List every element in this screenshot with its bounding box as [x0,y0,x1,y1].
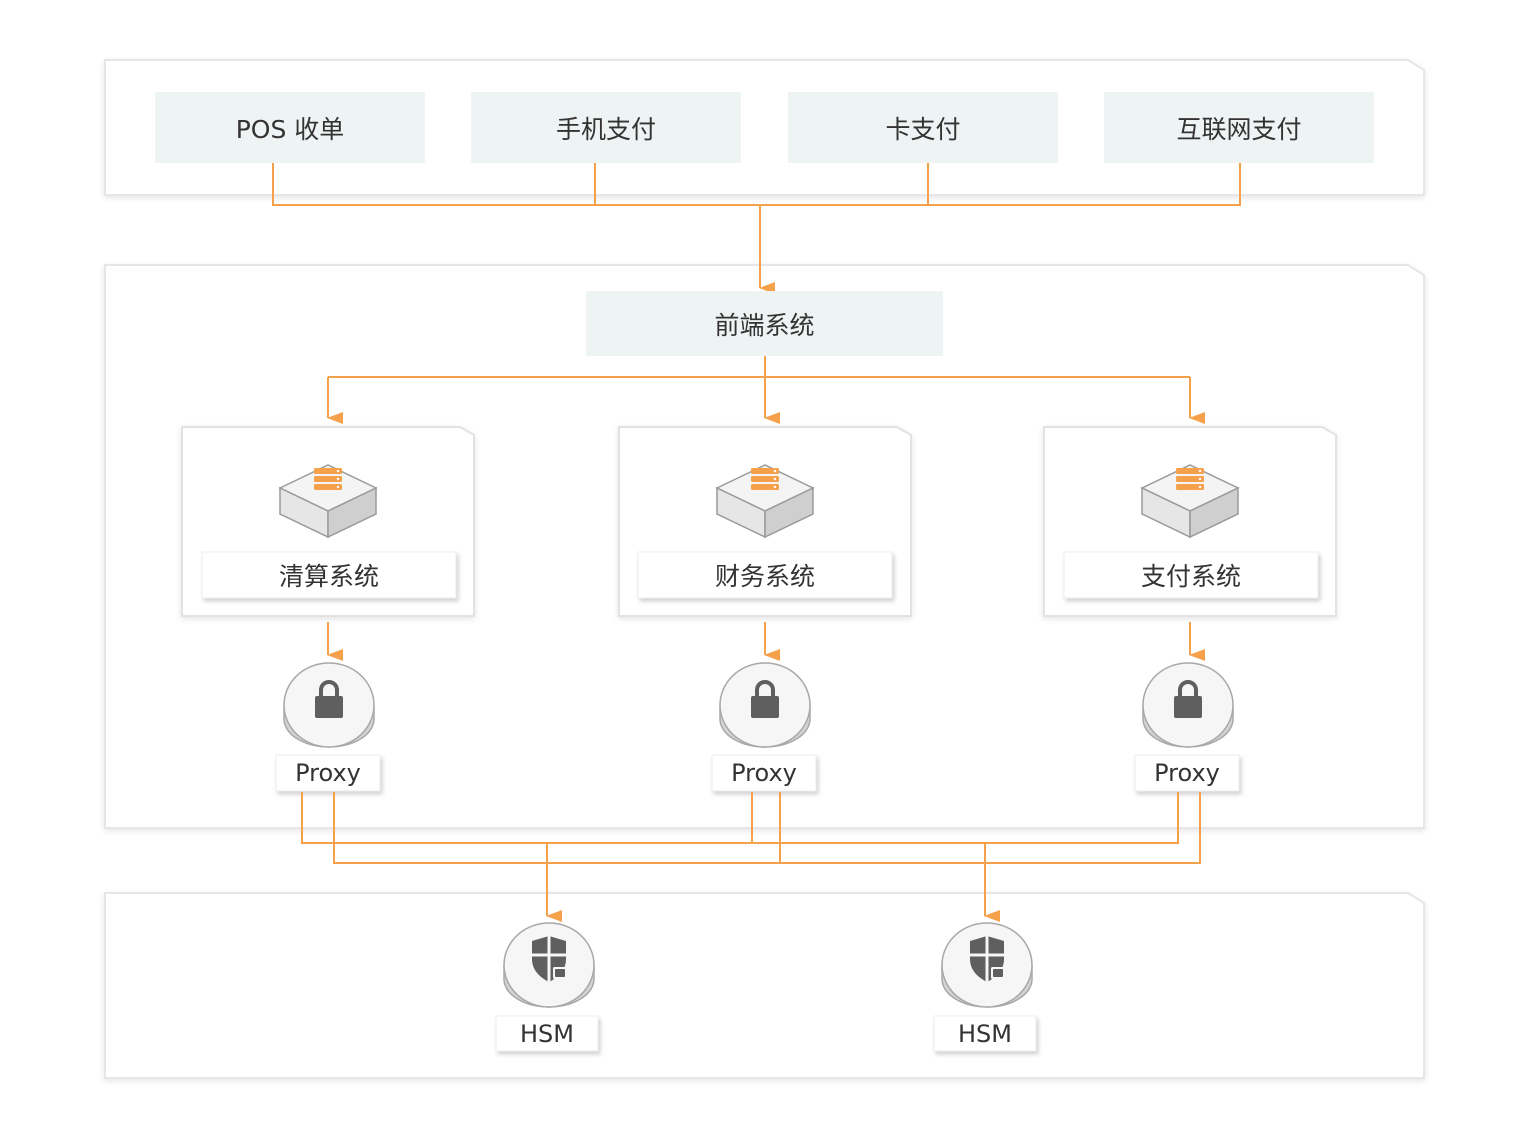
lock-icon [751,680,779,718]
proxy-label-finance: Proxy [731,759,797,787]
hsm-node-2 [941,922,1033,1008]
hsm-label-2: HSM [958,1019,1012,1048]
proxy-label-box [1134,754,1240,792]
front-end-label: 前端系统 [714,310,815,340]
front-end-box [586,291,943,356]
proxy-node-clearing [283,662,375,748]
proxy-node-finance [719,662,811,748]
channel-label-internet: 互联网支付 [1176,114,1302,144]
shield-lock-icon [532,936,567,982]
channel-label-card: 卡支付 [885,114,961,144]
proxy-connectors [327,622,1205,661]
channel-box-pos [155,92,425,163]
proxy-label-box [711,754,817,792]
system-label-clearing: 清算系统 [278,562,379,591]
proxy-label-box [275,754,381,792]
proxy-label-clearing: Proxy [295,759,361,787]
proxy-label-payment: Proxy [1154,759,1220,787]
hsm-panel [104,892,1425,1079]
server-stack-icon [1140,464,1240,539]
channel-box-internet [1104,92,1374,163]
system-label-finance: 财务系统 [714,562,815,591]
system-label-payment: 支付系统 [1140,562,1241,591]
channel-label-mobile: 手机支付 [555,114,656,144]
channel-box-card [788,92,1058,163]
system-connectors [327,356,1205,424]
lock-icon [1174,680,1202,718]
server-stack-icon [715,464,815,539]
channels-panel [104,59,1425,196]
hsm-label-box [495,1015,599,1052]
channel-label-pos: POS 收单 [235,114,345,144]
channel-connectors [272,163,1241,294]
lock-icon [315,680,343,718]
hsm-connectors [301,792,1201,922]
server-stack-icon [278,464,378,539]
channel-box-mobile [471,92,741,163]
hsm-node-1 [503,922,595,1008]
proxy-node-payment [1142,662,1234,748]
hsm-label-1: HSM [520,1019,574,1048]
hsm-label-box [933,1015,1037,1052]
shield-lock-icon [970,936,1005,982]
